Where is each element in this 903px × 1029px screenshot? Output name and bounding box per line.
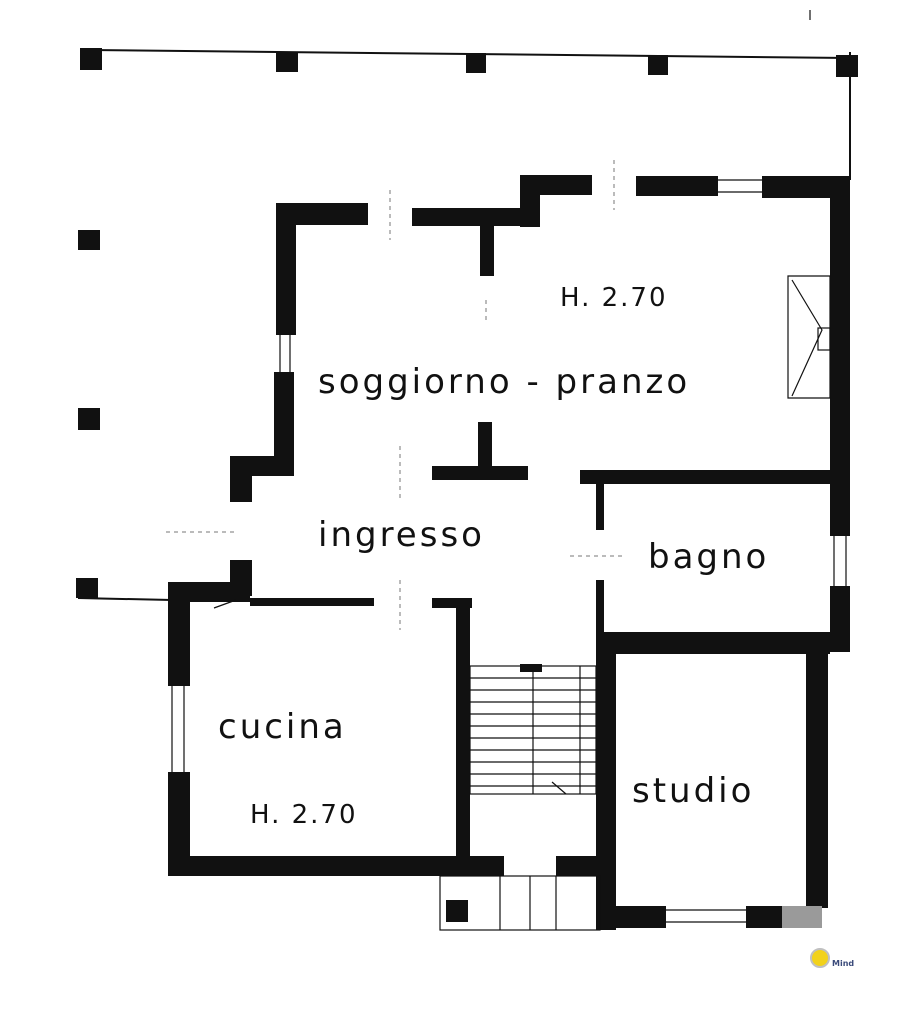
door-openings [166,160,624,630]
room-label-study: studio [632,771,754,811]
height-label-living: H. 2.70 [560,283,668,313]
porch-outline [77,10,851,601]
fireplace [787,275,831,399]
interior-walls [250,226,832,860]
room-label-entrance: ingresso [318,515,485,555]
room-label-living: soggiorno - pranzo [318,362,690,402]
room-label-bathroom: bagno [648,537,769,577]
exterior-walls [168,175,850,930]
columns [76,48,858,922]
staircase [469,664,597,795]
windows [171,179,847,923]
logo-text: Mind [832,959,854,968]
sun-logo-icon [810,948,830,968]
room-label-kitchen: cucina [218,707,347,747]
height-label-kitchen: H. 2.70 [250,800,358,830]
entrance-steps [439,875,601,931]
